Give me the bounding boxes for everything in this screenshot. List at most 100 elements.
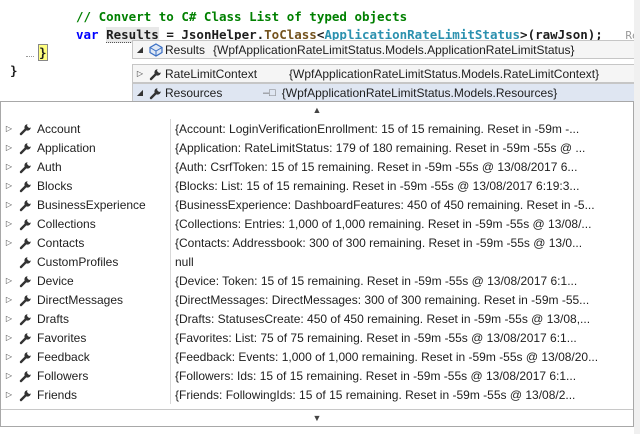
member-name: Auth [37, 159, 62, 174]
scroll-up-arrow-icon[interactable]: ▲ [312, 105, 322, 115]
datatip-row-results[interactable]: ◢ Results {WpfApplicationRateLimitStatus… [132, 40, 640, 59]
list-item[interactable]: ▷ Account {Account: LoginVerificationEnr… [1, 119, 633, 138]
member-name-cell: ▷ Account [1, 119, 171, 138]
member-name-cell: ▷ Friends [1, 385, 171, 404]
datatip-value: {WpfApplicationRateLimitStatus.Models.Ra… [289, 66, 600, 81]
list-item[interactable]: ▷ Collections {Collections: Entries: 1,0… [1, 214, 633, 233]
list-item[interactable]: ▷ Contacts {Contacts: Addressbook: 300 o… [1, 233, 633, 252]
gutter-guide [26, 56, 34, 57]
collapse-arrow-icon[interactable]: ◢ [136, 88, 144, 97]
member-name: BusinessExperience [37, 197, 146, 212]
member-name: Blocks [37, 178, 73, 193]
expand-arrow-icon[interactable]: ▷ [5, 314, 13, 323]
list-item[interactable]: ▷ Friends {Friends: FollowingIds: 15 of … [1, 385, 633, 404]
wrench-icon [17, 368, 35, 384]
expand-arrow-icon[interactable]: ▷ [5, 219, 13, 228]
list-item[interactable]: ▷ Followers {Followers: Ids: 15 of 15 re… [1, 366, 633, 385]
wrench-icon [17, 121, 35, 137]
member-name: Collections [37, 216, 96, 231]
members-list[interactable]: ▲ ▷ Account {Account: LoginVerificationE… [0, 101, 634, 427]
member-value: {Contacts: Addressbook: 300 of 300 remai… [175, 235, 583, 250]
list-item[interactable]: ▷ Drafts {Drafts: StatusesCreate: 450 of… [1, 309, 633, 328]
expand-arrow-icon[interactable]: ▷ [5, 390, 13, 399]
code-line-assignment: var Results = JsonHelper.ToClass<Applica… [76, 27, 639, 43]
member-name: Drafts [37, 311, 70, 326]
list-item[interactable]: ▷ Auth {Auth: CsrfToken: 15 of 15 remain… [1, 157, 633, 176]
member-value: {DirectMessages: DirectMessages: 300 of … [175, 292, 590, 307]
wrench-icon [17, 235, 35, 251]
wrench-icon [17, 159, 35, 175]
list-item[interactable]: ▷ Favorites {Favorites: List: 75 of 75 r… [1, 328, 633, 347]
wrench-icon [147, 85, 165, 101]
expand-arrow-icon[interactable]: ▷ [5, 295, 13, 304]
expand-arrow-icon[interactable]: ▷ [5, 181, 13, 190]
list-item[interactable]: ▷ Application {Application: RateLimitSta… [1, 138, 633, 157]
window-edge [634, 0, 640, 434]
member-name-cell: ▷ Application [1, 138, 171, 157]
object-icon [147, 42, 165, 58]
list-item[interactable]: ▷ BusinessExperience {BusinessExperience… [1, 195, 633, 214]
scroll-down-arrow-icon[interactable]: ▼ [1, 409, 633, 426]
datatip-value: {WpfApplicationRateLimitStatus.Models.Ap… [213, 42, 575, 57]
expand-arrow-icon[interactable]: ▷ [5, 276, 13, 285]
datatip-name: Resources [165, 85, 223, 100]
list-item[interactable]: ▷ CustomProfiles null [1, 252, 633, 271]
member-value: {BusinessExperience: DashboardFeatures: … [175, 197, 595, 212]
member-name: CustomProfiles [37, 254, 119, 269]
wrench-icon [17, 330, 35, 346]
member-name: Favorites [37, 330, 87, 345]
wrench-icon [17, 349, 35, 365]
datatip-row-ratelimitcontext[interactable]: ▷ RateLimitContext {WpfApplicationRateLi… [132, 64, 640, 83]
wrench-icon [17, 311, 35, 327]
member-value: {Collections: Entries: 1,000 of 1,000 re… [175, 216, 592, 231]
list-item[interactable]: ▷ Device {Device: Token: 15 of 15 remain… [1, 271, 633, 290]
wrench-icon [17, 292, 35, 308]
member-value: {Followers: Ids: 15 of 15 remaining. Res… [175, 368, 577, 383]
pin-icon[interactable]: –□ [263, 86, 276, 99]
expand-arrow-icon[interactable]: ▷ [5, 124, 13, 133]
member-name-cell: ▷ DirectMessages [1, 290, 171, 309]
expand-arrow-icon[interactable]: ▷ [5, 333, 13, 342]
member-name-cell: ▷ Favorites [1, 328, 171, 347]
member-value: {Favorites: List: 75 of 75 remaining. Re… [175, 330, 577, 345]
member-name-cell: ▷ Contacts [1, 233, 171, 252]
member-value: {Device: Token: 15 of 15 remaining. Rese… [175, 273, 578, 288]
expand-arrow-icon[interactable]: ▷ [5, 371, 13, 380]
wrench-icon [17, 178, 35, 194]
member-name: Account [37, 121, 81, 136]
member-value: {Drafts: StatusesCreate: 450 of 450 rema… [175, 311, 591, 326]
wrench-icon [147, 66, 165, 82]
list-item[interactable]: ▷ Feedback {Feedback: Events: 1,000 of 1… [1, 347, 633, 366]
expand-arrow-icon: ▷ [1, 257, 17, 266]
wrench-icon [17, 254, 35, 270]
expand-arrow-icon[interactable]: ▷ [5, 200, 13, 209]
wrench-icon [17, 273, 35, 289]
member-name: Contacts [37, 235, 85, 250]
expand-arrow-icon[interactable]: ▷ [136, 69, 144, 78]
member-name: Application [37, 140, 96, 155]
member-name: Friends [37, 387, 78, 402]
wrench-icon [17, 140, 35, 156]
expand-arrow-icon[interactable]: ▷ [5, 143, 13, 152]
results-variable[interactable]: Results [106, 27, 159, 43]
expand-arrow-icon[interactable]: ▷ [5, 238, 13, 247]
list-item[interactable]: ▷ Blocks {Blocks: List: 15 of 15 remaini… [1, 176, 633, 195]
member-name-cell: ▷ Followers [1, 366, 171, 385]
code-line-comment: // Convert to C# Class List of typed obj… [76, 9, 408, 24]
expand-arrow-icon[interactable]: ▷ [5, 352, 13, 361]
collapse-arrow-icon[interactable]: ◢ [136, 45, 144, 54]
member-name-cell: ▷ Feedback [1, 347, 171, 366]
wrench-icon [17, 387, 35, 403]
member-name-cell: ▷ Collections [1, 214, 171, 233]
datatip-row-resources[interactable]: ◢ Resources –□ {WpfApplicationRateLimitS… [132, 83, 640, 102]
member-name-cell: ▷ Device [1, 271, 171, 290]
member-name: Followers [37, 368, 89, 383]
datatip-name: Results [165, 42, 206, 57]
member-value: {Auth: CsrfToken: 15 of 15 remaining. Re… [175, 159, 578, 174]
member-value: {Blocks: List: 15 of 15 remaining. Reset… [175, 178, 580, 193]
member-name: Device [37, 273, 74, 288]
list-item[interactable]: ▷ DirectMessages {DirectMessages: Direct… [1, 290, 633, 309]
member-name-cell: ▷ Drafts [1, 309, 171, 328]
member-name-cell: ▷ Auth [1, 157, 171, 176]
expand-arrow-icon[interactable]: ▷ [5, 162, 13, 171]
